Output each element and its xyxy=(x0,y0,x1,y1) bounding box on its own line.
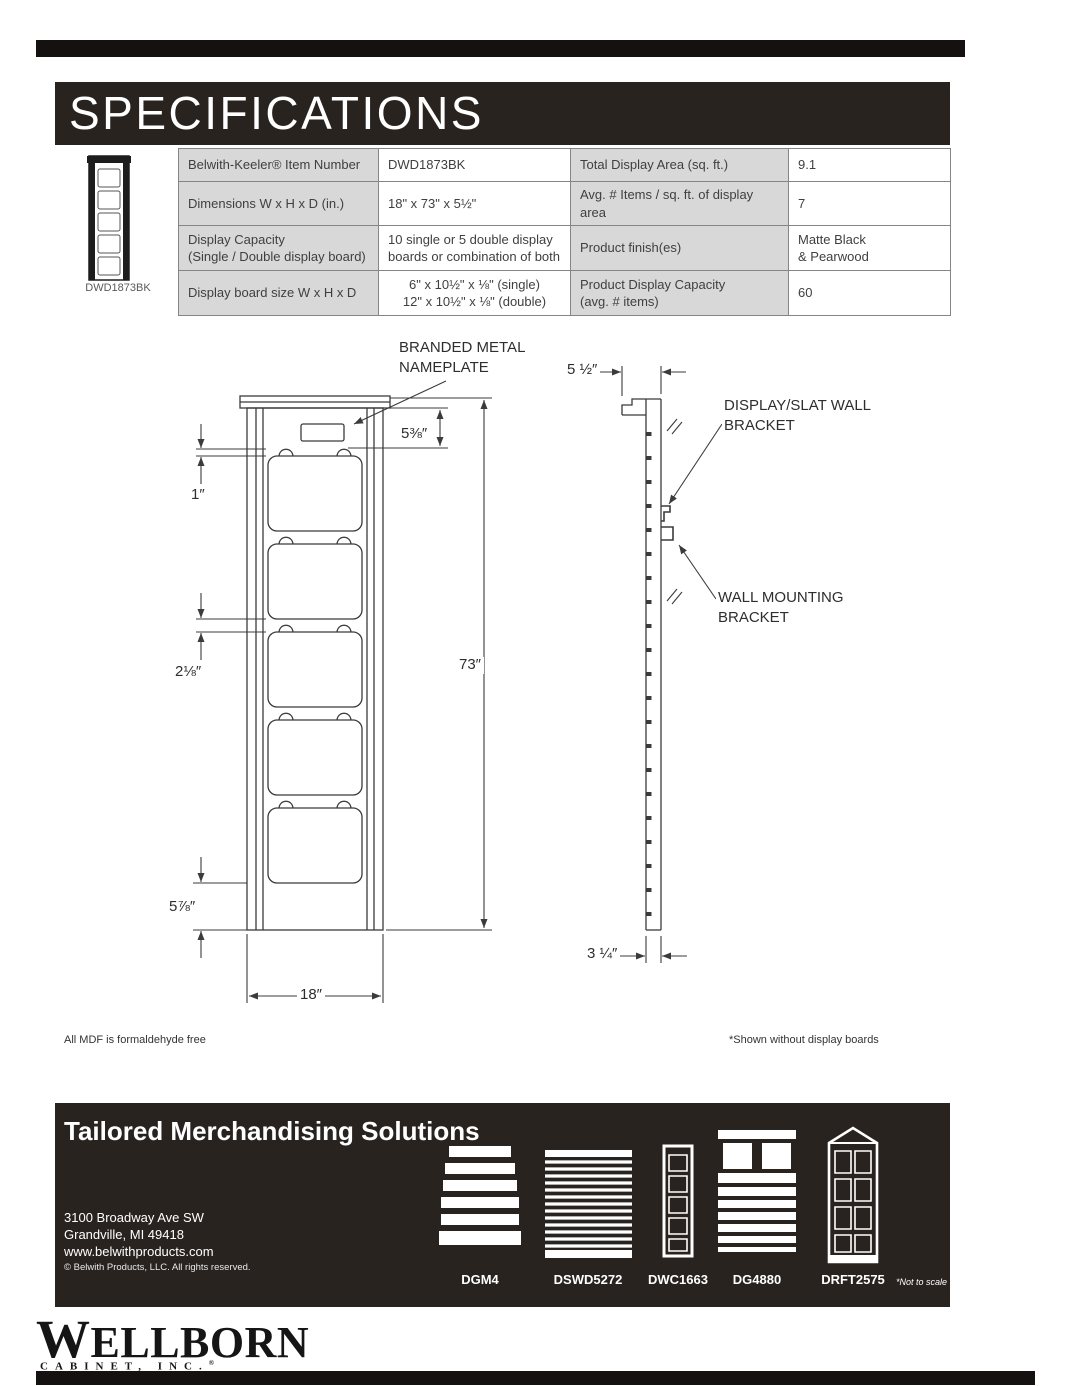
spec-value-display-area: 9.1 xyxy=(788,148,951,182)
footer-address-line2: Grandville, MI 49418 xyxy=(64,1227,184,1242)
specifications-header: SPECIFICATIONS xyxy=(55,82,950,145)
spec-label-board-size: Display board size W x H x D xyxy=(178,270,379,317)
mdf-note: All MDF is formaldehyde free xyxy=(64,1034,206,1046)
hatch-marks-middle xyxy=(666,588,683,605)
nameplate-callout: BRANDED METAL NAMEPLATE xyxy=(397,338,528,379)
product-label-drft2575: DRFT2575 xyxy=(821,1272,885,1287)
dim-total-height: 73″ xyxy=(456,656,484,674)
wall-bracket-callout: WALL MOUNTING BRACKET xyxy=(716,588,846,629)
display-boards-note: *Shown without display boards xyxy=(729,1034,879,1046)
slat-bracket-leader-line xyxy=(668,423,723,505)
product-label-dwc1663: DWC1663 xyxy=(648,1272,708,1287)
table-row: Display Capacity (Single / Double displa… xyxy=(178,225,951,272)
dim-bottom-gap: 5⅞″ xyxy=(166,898,199,916)
spec-value-dimensions: 18" x 73" x 5½" xyxy=(378,180,571,227)
spec-value-product-capacity: 60 xyxy=(788,270,951,317)
spec-label-product-capacity: Product Display Capacity (avg. # items) xyxy=(570,270,789,317)
spec-label-display-area: Total Display Area (sq. ft.) xyxy=(570,148,789,182)
table-row: Dimensions W x H x D (in.) 18" x 73" x 5… xyxy=(178,180,951,227)
spec-label-display-capacity: Display Capacity (Single / Double displa… xyxy=(178,225,379,272)
hatch-marks-top xyxy=(666,418,683,435)
top-rule-bar xyxy=(36,40,965,57)
spec-value-avg-items: 7 xyxy=(788,180,951,227)
spec-value-finishes: Matte Black & Pearwood xyxy=(788,225,951,272)
nameplate-shape xyxy=(300,423,345,442)
dim-board-gap: 2⅛″ xyxy=(172,663,205,681)
product-thumb-label: DWD1873BK xyxy=(85,282,151,294)
spec-table: Belwith-Keeler® Item Number DWD1873BK To… xyxy=(178,148,951,317)
table-row: Display board size W x H x D 6" x 10½" x… xyxy=(178,270,951,317)
wall-bracket-shape xyxy=(661,526,674,541)
footer-address-line1: 3100 Broadway Ave SW xyxy=(64,1210,204,1225)
side-view-dimensions xyxy=(597,366,723,963)
product-label-dgm4: DGM4 xyxy=(461,1272,499,1287)
front-view-dimensions xyxy=(193,380,492,1003)
spec-label-dimensions: Dimensions W x H x D (in.) xyxy=(178,180,379,227)
spec-label-finishes: Product finish(es) xyxy=(570,225,789,272)
product-label-dswd5272: DSWD5272 xyxy=(553,1272,623,1287)
dim-top-gap: 1″ xyxy=(188,486,208,504)
dim-depth-base: 3 ¼″ xyxy=(584,945,621,963)
scale-note: *Not to scale xyxy=(896,1277,948,1287)
bottom-rule-bar xyxy=(36,1371,1035,1385)
product-label-dg4880: DG4880 xyxy=(732,1272,782,1287)
display-boards xyxy=(267,448,363,884)
wellborn-logo: WELLBORN xyxy=(36,1309,310,1369)
product-thumbnail-drawing xyxy=(87,155,131,281)
registered-mark: ® xyxy=(208,1359,214,1367)
spec-value-board-size: 6" x 10½" x ⅛" (single) 12" x 10½" x ⅛" … xyxy=(378,270,571,317)
spec-label-item-number: Belwith-Keeler® Item Number xyxy=(178,148,379,182)
table-row: Belwith-Keeler® Item Number DWD1873BK To… xyxy=(178,148,951,182)
spec-label-avg-items: Avg. # Items / sq. ft. of display area xyxy=(570,180,789,227)
logo-subtitle-text: CABINET, INC. xyxy=(40,1360,209,1373)
front-view-drawing xyxy=(239,395,391,931)
footer-copyright: © Belwith Products, LLC. All rights rese… xyxy=(64,1262,251,1273)
spec-value-item-number: DWD1873BK xyxy=(378,148,571,182)
dim-width: 18″ xyxy=(297,986,325,1004)
spec-value-display-capacity: 10 single or 5 double display boards or … xyxy=(378,225,571,272)
logo-subtitle: CABINET, INC.® xyxy=(40,1359,214,1373)
footer-website: www.belwithproducts.com xyxy=(64,1244,214,1259)
nameplate-leader-line xyxy=(353,380,447,425)
dim-nameplate-height: 5⅜″ xyxy=(398,425,431,443)
slat-bracket-callout: DISPLAY/SLAT WALL BRACKET xyxy=(722,396,874,437)
wall-bracket-leader-line xyxy=(678,544,717,600)
side-view-drawing xyxy=(621,398,683,931)
slat-bracket-shape xyxy=(661,505,671,522)
footer-title: Tailored Merchandising Solutions xyxy=(64,1116,480,1146)
page-title: SPECIFICATIONS xyxy=(69,87,484,139)
dim-depth-top: 5 ½″ xyxy=(564,361,601,379)
